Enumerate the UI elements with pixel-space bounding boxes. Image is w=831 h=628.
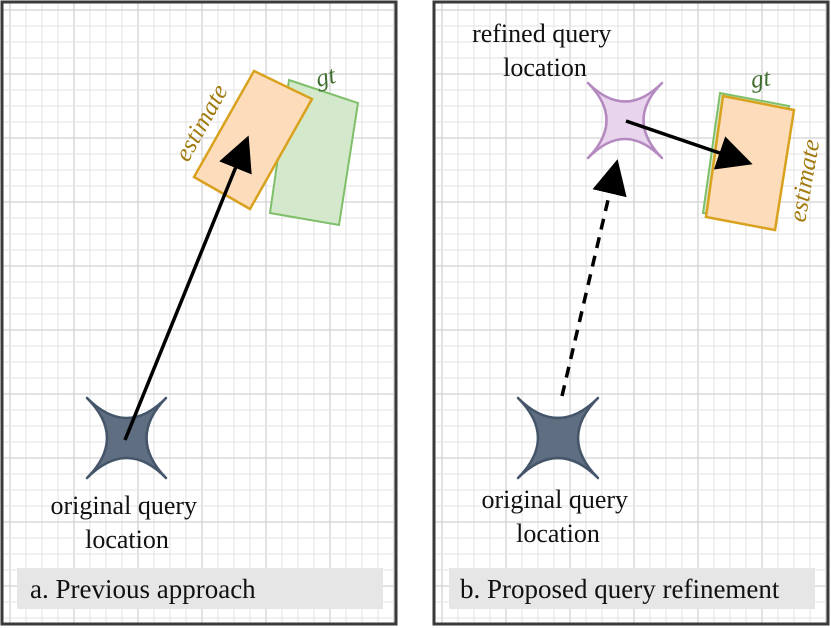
original-query-label-b: original query location bbox=[481, 485, 634, 548]
panel-frame-a bbox=[0, 0, 398, 626]
regression-arrow-a bbox=[123, 135, 252, 441]
panel-proposed-refinement: gt estimate refined query location origi… bbox=[432, 0, 830, 626]
panel-previous-approach: gt estimate original query location a. P… bbox=[0, 0, 398, 626]
caption-box-b bbox=[449, 568, 815, 609]
refinement-arrow-b bbox=[560, 159, 627, 397]
original-query-marker-b bbox=[516, 396, 600, 480]
caption-b: b. Proposed query refinement bbox=[460, 574, 780, 604]
panel-frame-b bbox=[432, 0, 830, 626]
regression-arrow-b bbox=[625, 119, 753, 170]
caption-box-a bbox=[17, 568, 383, 609]
refined-query-marker-b bbox=[586, 81, 664, 160]
original-query-label-a: original query location bbox=[50, 491, 203, 554]
caption-a: a. Previous approach bbox=[30, 574, 256, 604]
refined-query-label-b: refined query location bbox=[472, 19, 618, 82]
